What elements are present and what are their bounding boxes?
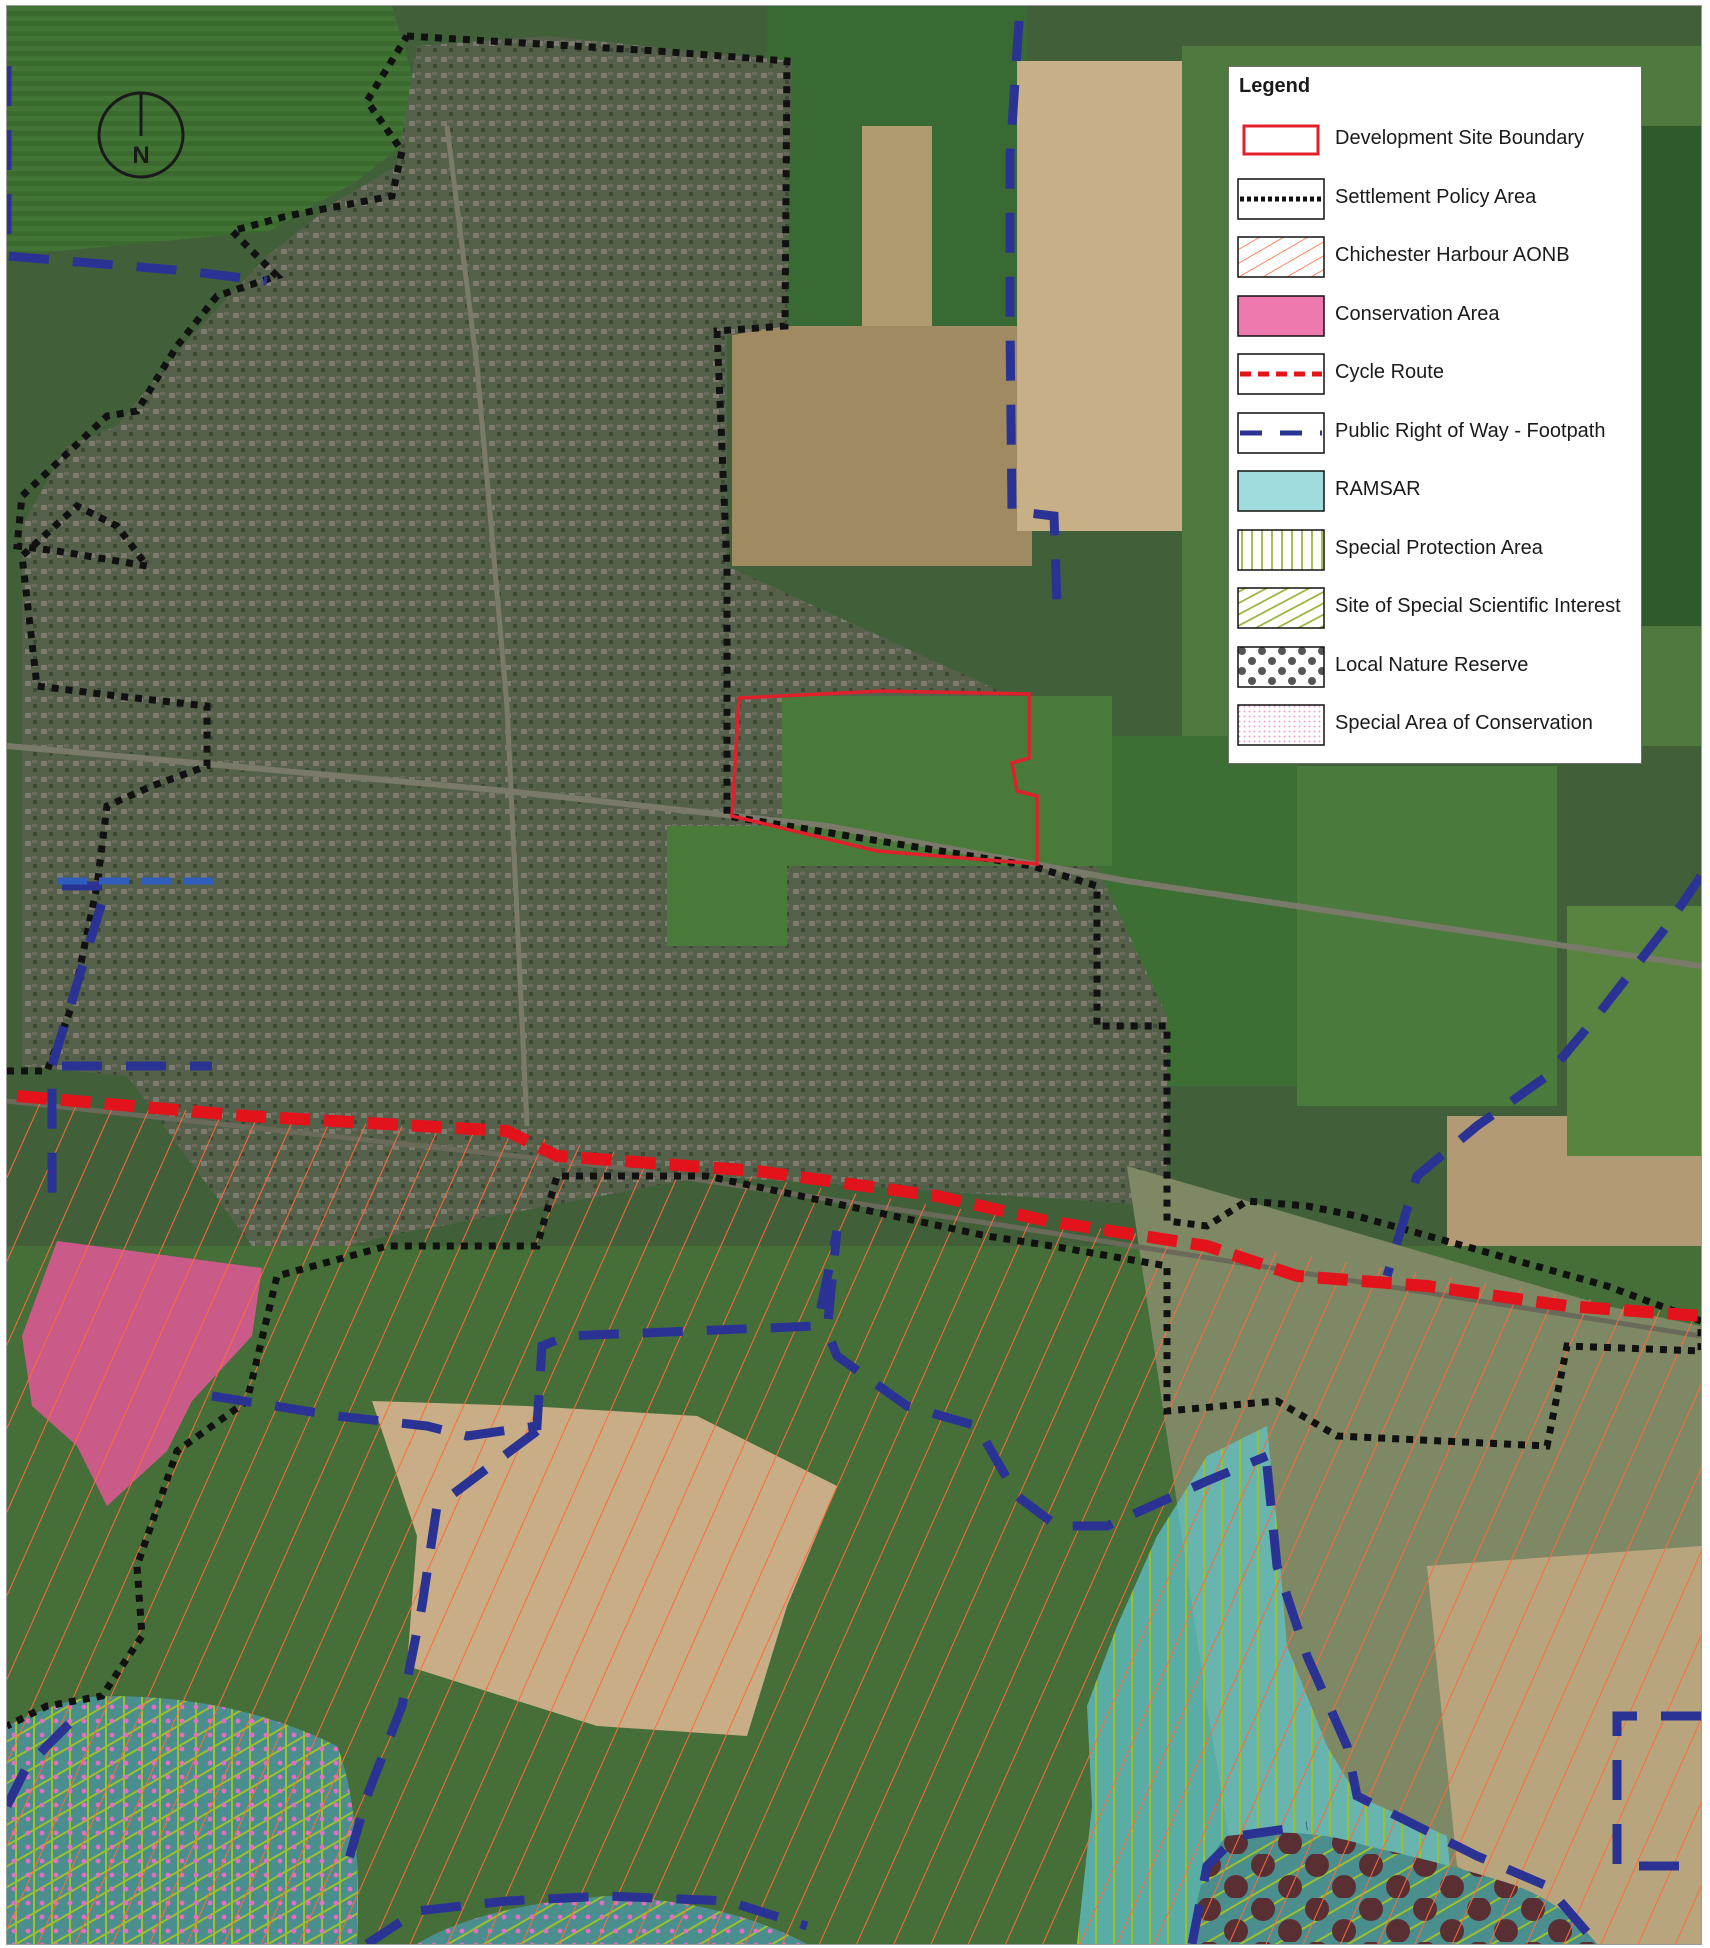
aonb-area [7,1096,1701,1944]
legend-item-label: Development Site Boundary [1335,127,1585,149]
legend-item-settlement-policy-area: Settlement Policy Area [1229,174,1643,224]
local-nature-reserve-swatch [1237,645,1325,688]
legend-item-conservation-area: Conservation Area [1229,291,1643,341]
legend-item-label: Settlement Policy Area [1335,185,1537,208]
map-legend: Legend Development Site Boundary Settlem… [1228,66,1642,764]
special-protection-area-swatch [1237,528,1325,571]
legend-item-local-nature-reserve: Local Nature Reserve [1229,642,1643,692]
legend-item-ramsar: RAMSAR [1229,466,1643,516]
sssi-swatch [1237,587,1325,629]
north-arrow-label: N [132,142,149,169]
conservation-area-swatch [1237,294,1325,337]
footpath-north [1005,20,1062,607]
legend-item-special-area-of-conservation: Special Area of Conservation [1229,700,1643,750]
cycle-route [16,1090,1701,1322]
legend-item-label: Conservation Area [1335,302,1500,325]
legend-item-development-site-boundary: Development Site Boundary [1229,115,1643,165]
legend-item-label: Special Protection Area [1335,536,1543,559]
legend-item-label: Public Right of Way - Footpath [1335,419,1606,442]
special-area-of-conservation-swatch [1237,704,1325,746]
aonb-hatch-swatch [1237,236,1325,278]
footpath-swatch [1237,411,1325,454]
legend-item-sssi: Site of Special Scientific Interest [1229,583,1643,633]
map-viewport[interactable]: N Legend Development Site Boundary Settl… [6,5,1702,1945]
north-arrow-icon: N [97,91,185,179]
footpath-south [211,1230,1269,1531]
legend-item-special-protection-area: Special Protection Area [1229,525,1643,575]
footpath-east [1382,873,1701,1278]
footpath-nw [7,66,268,286]
legend-item-label: Cycle Route [1335,361,1444,383]
development-site-boundary [730,689,1039,866]
ramsar-swatch [1237,470,1325,512]
legend-item-label: RAMSAR [1335,478,1421,500]
footpath-west [47,881,114,1206]
legend-item-aonb-hatch: Chichester Harbour AONB [1229,232,1643,282]
development-site-boundary-swatch [1242,124,1320,156]
legend-title: Legend [1239,75,1311,97]
legend-item-label: Chichester Harbour AONB [1335,244,1570,266]
legend-item-label: Special Area of Conservation [1335,712,1593,734]
cycle-route-swatch [1237,353,1325,395]
legend-item-footpath: Public Right of Way - Footpath [1229,408,1643,458]
legend-item-cycle-route: Cycle Route [1229,349,1643,399]
legend-item-label: Site of Special Scientific Interest [1335,595,1621,617]
settlement-policy-area-swatch [1237,177,1325,220]
legend-item-label: Local Nature Reserve [1335,653,1529,676]
